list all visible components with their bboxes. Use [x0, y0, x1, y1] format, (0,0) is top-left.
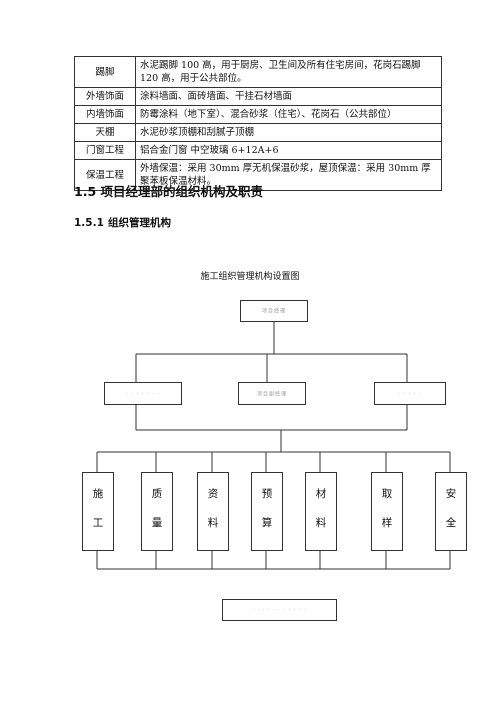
department-box: 质 量 [141, 472, 173, 551]
table-row: 保温工程 外墙保温：采用 30mm 厚无机保温砂浆，屋顶保温：采用 30mm 厚… [74, 159, 442, 191]
department-box: 材 料 [305, 472, 337, 551]
department-char: 工 [92, 517, 104, 529]
department-box: 预 算 [251, 472, 283, 551]
department-char: 预 [261, 488, 273, 500]
bottom-box-label: · · · · · · · · · · · [252, 607, 307, 613]
department-char: 材 [315, 488, 327, 500]
department-char: 料 [207, 517, 219, 529]
table-value: 外墙保温：采用 30mm 厚无机保温砂浆，屋顶保温：采用 30mm 厚聚苯板保温… [135, 159, 442, 191]
department-box: 取 样 [371, 472, 403, 551]
project-manager-box: 项目经理 [240, 300, 308, 322]
org-chart-title: 施工组织管理机构设置图 [200, 272, 300, 282]
middle-box-right-label: · · · · · [398, 390, 422, 397]
department-char: 施 [92, 488, 104, 500]
department-char: 样 [381, 517, 393, 529]
department-char: 取 [381, 488, 393, 500]
middle-box-right: · · · · · [374, 382, 446, 405]
department-box: 资 料 [197, 472, 229, 551]
department-char: 质 [151, 488, 163, 500]
middle-box-left: · · · · · · · [104, 382, 182, 405]
table-row: 天棚 水泥砂浆顶棚和刮腻子顶棚 [74, 123, 442, 142]
middle-box-left-label: · · · · · · · [126, 390, 160, 397]
section-heading: 1.5 项目经理部的组织机构及职责 [74, 184, 263, 199]
department-char: 料 [315, 517, 327, 529]
department-box: 安 全 [435, 472, 467, 551]
department-char: 安 [445, 488, 457, 500]
middle-box-center: 项目副经理 [238, 382, 306, 405]
project-manager-label: 项目经理 [261, 308, 286, 315]
department-char: 量 [151, 517, 163, 529]
department-char: 全 [445, 517, 457, 529]
middle-box-center-label: 项目副经理 [256, 391, 287, 397]
department-box: 施 工 [82, 472, 114, 551]
bottom-box: · · · · · · · · · · · [222, 599, 337, 621]
subsection-heading: 1.5.1 组织管理机构 [74, 215, 171, 230]
table-key: 保温工程 [74, 159, 136, 191]
department-char: 算 [261, 517, 273, 529]
subsection-title: 组织管理机构 [108, 217, 171, 229]
subsection-number: 1.5.1 [74, 217, 104, 229]
spec-table: 踢脚 水泥踢脚 100 高，用于厨房、卫生间及所有住宅房间，花岗石踢脚 120 … [74, 56, 442, 191]
department-char: 资 [207, 488, 219, 500]
